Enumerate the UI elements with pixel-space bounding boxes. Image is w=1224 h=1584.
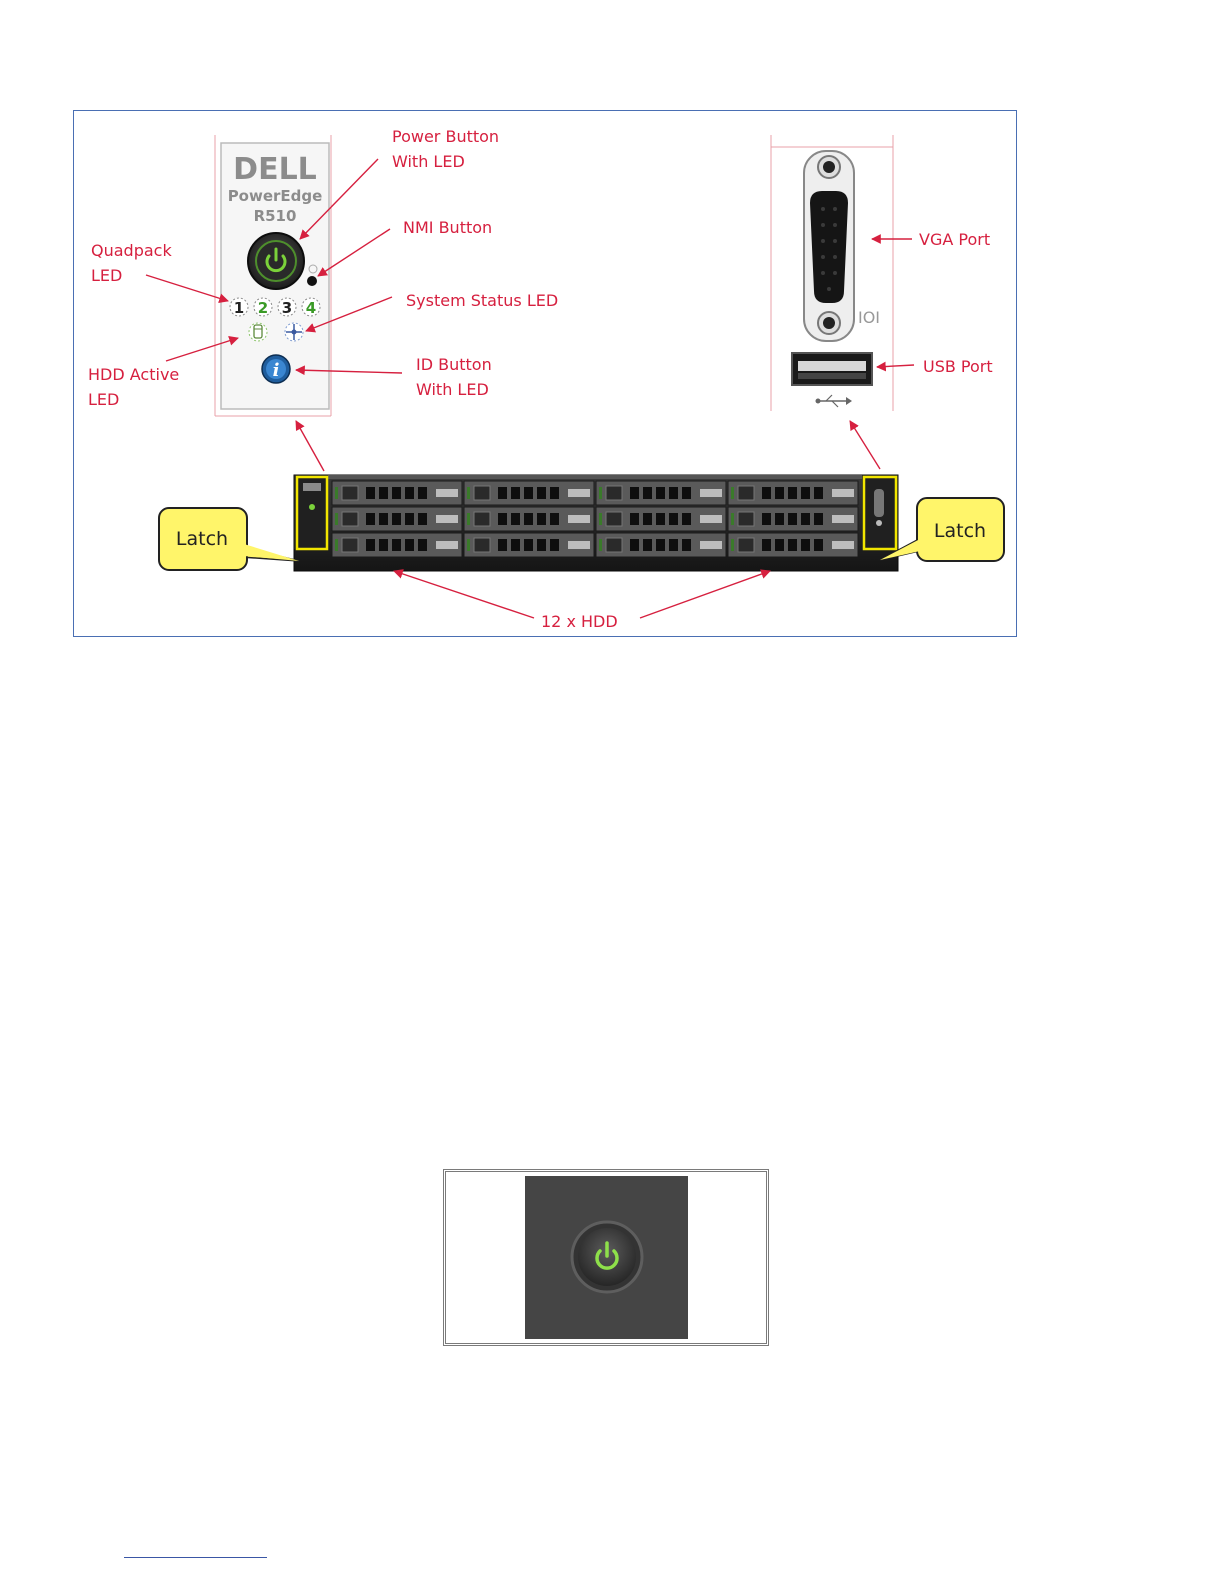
callout-id-button: ID Button [416, 355, 492, 374]
hdd-bay [728, 533, 858, 557]
callout-hdd-active-led: LED [88, 390, 119, 409]
callout-vga-port: VGA Port [919, 230, 990, 249]
hdd-bay [464, 481, 594, 505]
callout-quadpack: Quadpack [91, 241, 172, 260]
hdd-bay [332, 507, 462, 531]
callout-system-status-led: System Status LED [406, 291, 558, 310]
callout-quadpack-led: LED [91, 266, 122, 285]
callout-hdd-active: HDD Active [88, 365, 179, 384]
quadpack-digit: 2 [258, 299, 268, 317]
info-icon: i [273, 360, 280, 381]
system-status-led [285, 323, 303, 341]
front-panel-diagram: DELL PowerEdge R510 [73, 110, 1017, 637]
footnote-separator [124, 1557, 267, 1558]
ioi-icon: IOI [858, 308, 880, 327]
hdd-bay [596, 507, 726, 531]
hdd-bay [464, 507, 594, 531]
latch-callout-left: Latch [159, 508, 299, 570]
hdd-bay [332, 533, 462, 557]
hdd-bay [596, 481, 726, 505]
hdd-bay [728, 481, 858, 505]
callout-usb-port: USB Port [923, 357, 993, 376]
power-button[interactable] [248, 233, 304, 289]
server-front-view [294, 475, 898, 571]
callout-hdd-count: 12 x HDD [541, 612, 618, 631]
callout-nmi-button: NMI Button [403, 218, 492, 237]
latch-callout-right: Latch [880, 498, 1004, 561]
latch-label: Latch [934, 520, 986, 542]
model-text: R510 [254, 207, 297, 225]
control-panel-zoom: DELL PowerEdge R510 [215, 135, 331, 416]
callout-power-button: Power Button [392, 127, 499, 146]
latch-label: Latch [176, 528, 228, 550]
id-button[interactable]: i [262, 355, 290, 383]
dell-logo: DELL [233, 152, 317, 187]
callout-power-button-led: With LED [392, 152, 465, 171]
usb-icon [816, 395, 853, 407]
hdd-bay [596, 533, 726, 557]
diagram-canvas: DELL PowerEdge R510 [74, 111, 1018, 638]
quadpack-digit: 3 [282, 299, 292, 317]
usb-port [792, 353, 872, 407]
model-line-text: PowerEdge [228, 187, 323, 205]
power-button-photo [443, 1169, 769, 1346]
quadpack-digit: 1 [234, 299, 244, 317]
io-panel-zoom: IOI [771, 135, 893, 411]
quadpack-digit: 4 [306, 299, 316, 317]
hdd-bay [464, 533, 594, 557]
hdd-bay [332, 481, 462, 505]
vga-port: IOI [804, 151, 880, 341]
power-photo-canvas [446, 1172, 766, 1343]
hdd-active-led [249, 323, 267, 341]
hdd-bay [728, 507, 858, 531]
callout-id-button-led: With LED [416, 380, 489, 399]
